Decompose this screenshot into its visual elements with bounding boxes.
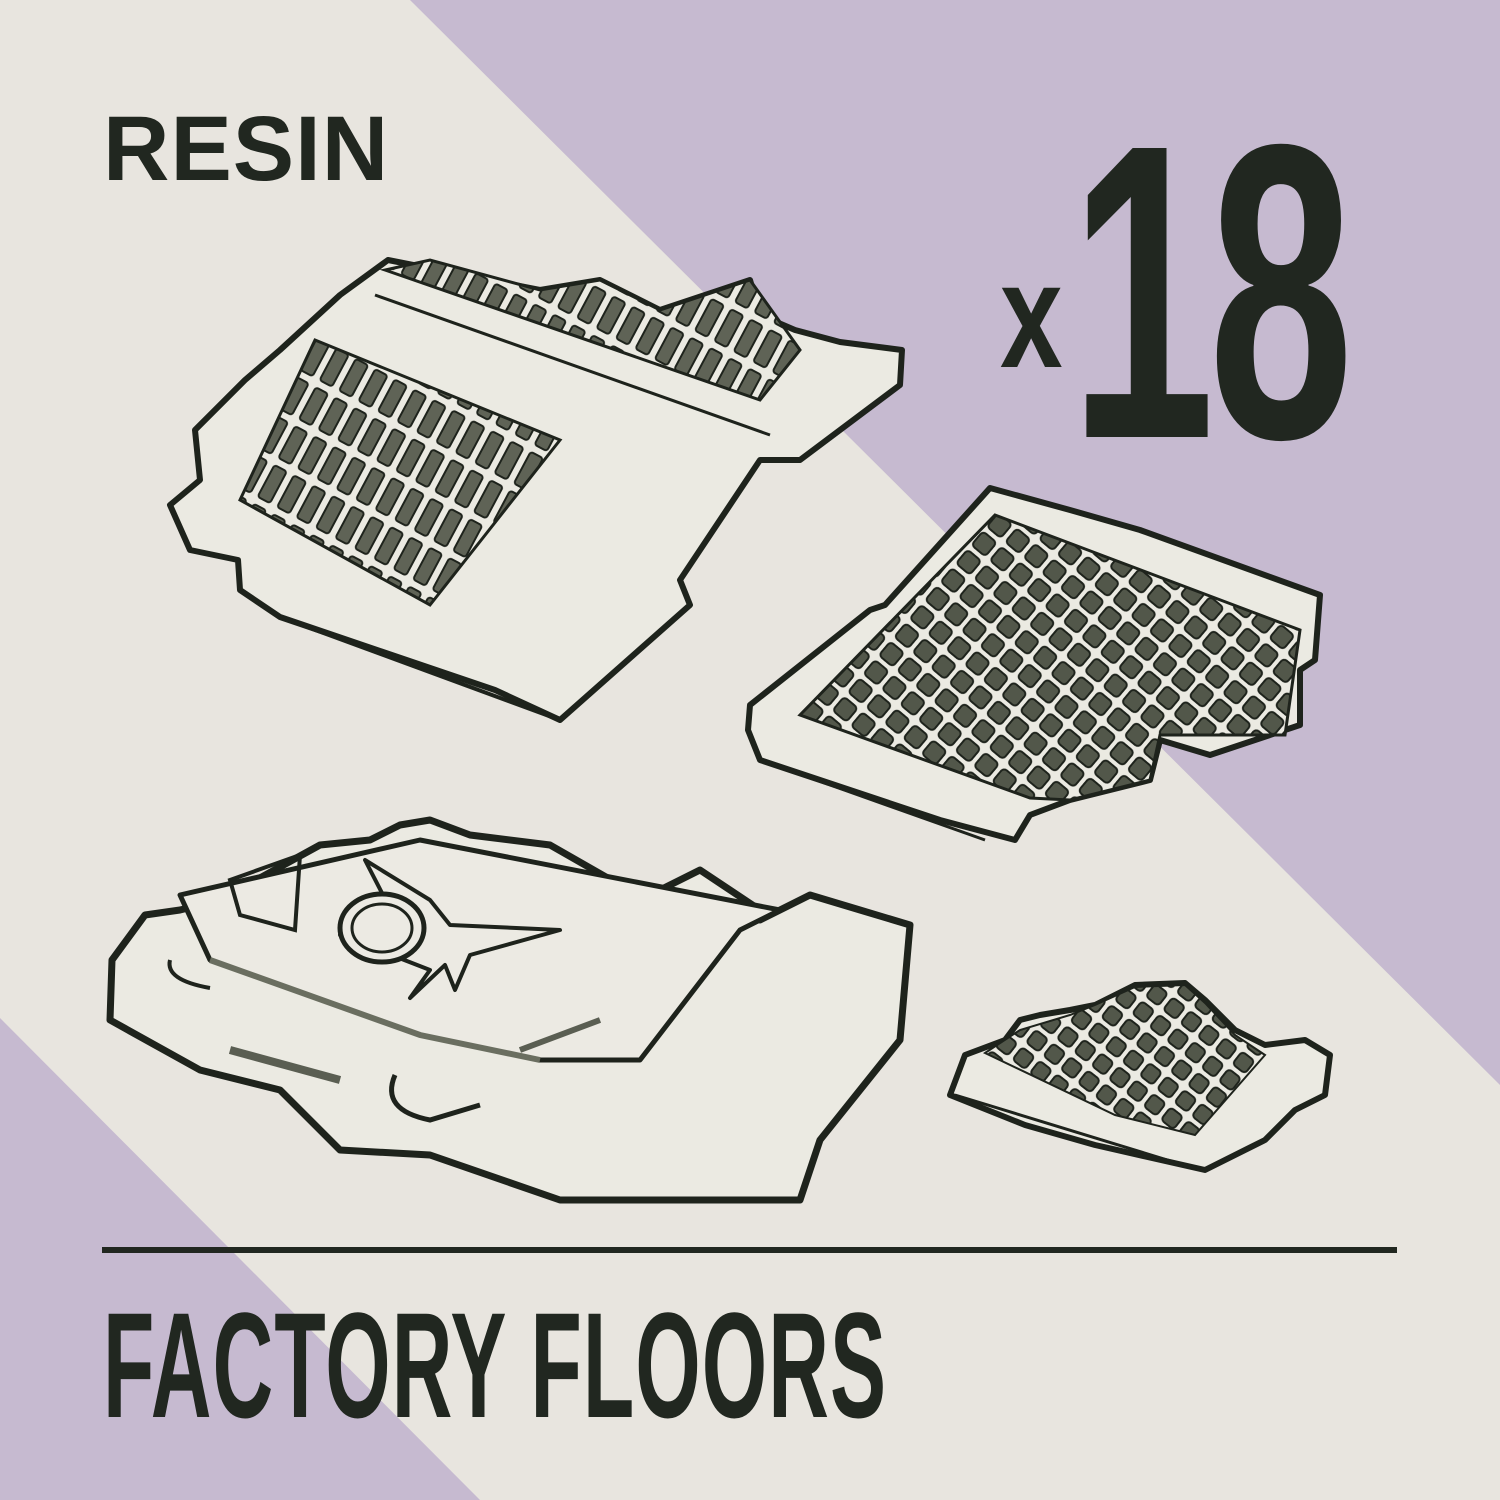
diamond-mesh-floor-tile-small: [947, 980, 1333, 1173]
quantity-prefix: x: [1000, 231, 1063, 399]
product-title: FACTORY FLOORS: [103, 1281, 888, 1449]
bar-grate-floor-tile: [167, 257, 905, 723]
hatch-plate-floor-tile: [106, 816, 914, 1204]
quantity-value: 18: [1070, 58, 1353, 527]
material-label: RESIN: [103, 98, 390, 200]
diamond-mesh-floor-tile-large: [745, 485, 1323, 843]
divider-rule: [102, 1247, 1397, 1253]
